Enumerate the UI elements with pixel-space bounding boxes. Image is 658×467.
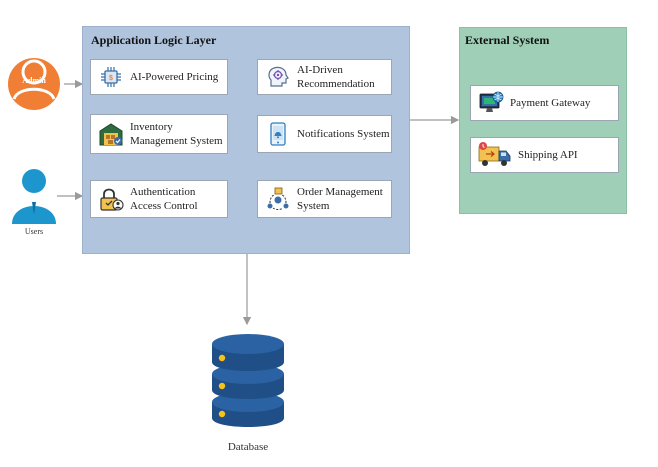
users-actor[interactable] bbox=[10, 168, 58, 238]
module-label: Authentication Access Control bbox=[130, 186, 198, 212]
database[interactable] bbox=[208, 326, 288, 434]
external-label: Payment Gateway bbox=[510, 97, 591, 109]
padlock-icon bbox=[98, 186, 124, 212]
ai-head-icon bbox=[265, 64, 291, 90]
user-icon bbox=[12, 169, 56, 224]
app-layer-title: Application Logic Layer bbox=[91, 33, 217, 47]
database-icon bbox=[212, 334, 284, 427]
admin-actor[interactable]: Admin bbox=[8, 52, 60, 116]
module-label: Order Management System bbox=[297, 186, 383, 212]
order-flow-icon bbox=[265, 186, 291, 212]
external-payment-gateway[interactable]: Payment Gateway bbox=[470, 85, 619, 121]
svg-text:$: $ bbox=[109, 75, 113, 82]
chip-icon: $ bbox=[98, 64, 124, 90]
monitor-payment-icon bbox=[478, 90, 504, 116]
external-label: Shipping API bbox=[518, 149, 578, 161]
external-shipping-api[interactable]: Shipping API bbox=[470, 137, 619, 173]
module-authentication-access-control[interactable]: Authentication Access Control bbox=[90, 180, 228, 218]
admin-label: Admin bbox=[22, 76, 46, 85]
admin-icon bbox=[8, 58, 60, 110]
module-inventory-management-system[interactable]: Inventory Management System bbox=[90, 114, 228, 154]
module-ai-driven-recommendation[interactable]: AI-Driven Recommendation bbox=[257, 59, 392, 95]
warehouse-icon bbox=[98, 121, 124, 147]
external-title: External System bbox=[465, 33, 550, 47]
module-ai-powered-pricing[interactable]: $ AI-Powered Pricing bbox=[90, 59, 228, 95]
database-label: Database bbox=[227, 441, 269, 453]
users-label: Users bbox=[24, 227, 44, 236]
phone-notification-icon bbox=[265, 121, 291, 147]
delivery-truck-icon bbox=[478, 142, 512, 168]
module-label: AI-Driven Recommendation bbox=[297, 64, 375, 90]
module-label: AI-Powered Pricing bbox=[130, 71, 219, 83]
module-label: Inventory Management System bbox=[130, 121, 223, 147]
module-label: Notifications System bbox=[297, 128, 390, 140]
module-order-management-system[interactable]: Order Management System bbox=[257, 180, 392, 218]
module-notifications-system[interactable]: Notifications System bbox=[257, 115, 392, 153]
